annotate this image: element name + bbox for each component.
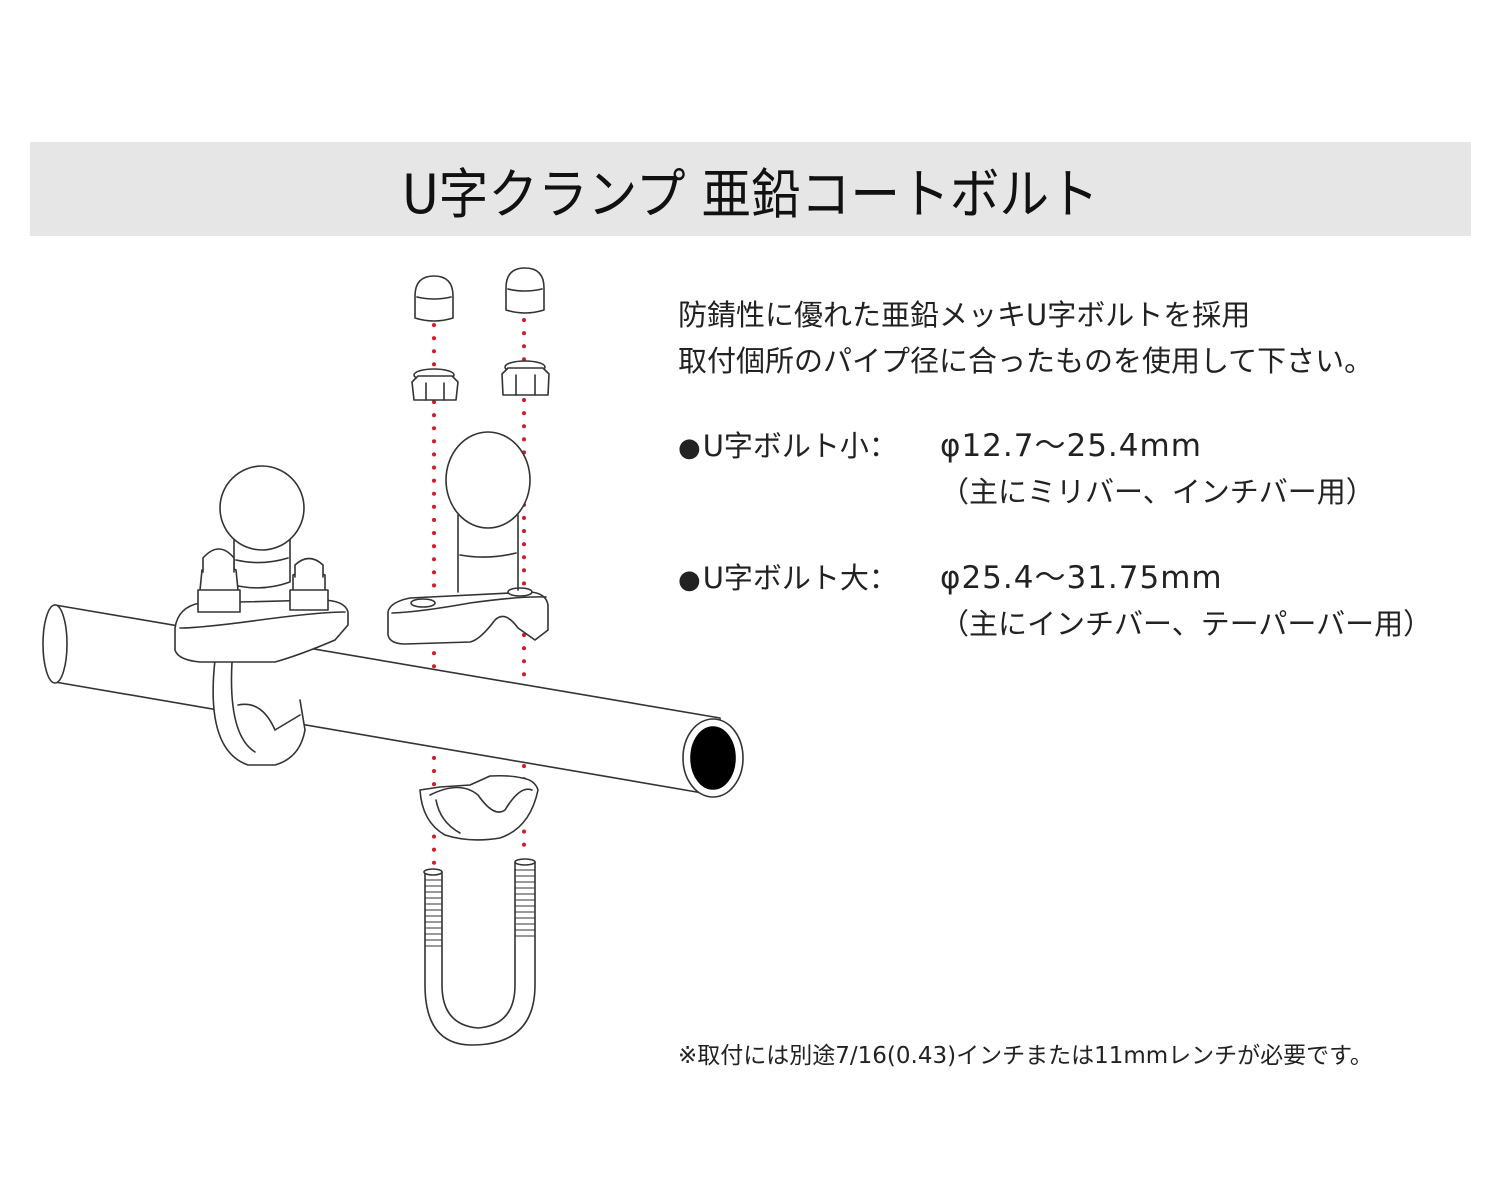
spec-label: ●U字ボルト小：	[678, 429, 898, 463]
spec-diameter-range: φ12.7～25.4mm	[940, 428, 1202, 464]
u-bolt	[423, 858, 536, 1046]
spec-label: ●U字ボルト大：	[678, 561, 898, 595]
spec-diameter-range: φ25.4～31.75mm	[940, 560, 1223, 596]
spec-usage-note: （主にミリバー、インチバー用）	[940, 475, 1375, 509]
acorn-cap-nut-right-icon	[505, 267, 545, 314]
intro-text: 防錆性に優れた亜鉛メッキU字ボルトを採用 取付個所のパイプ径に合ったものを使用し…	[678, 292, 1373, 384]
spec-u-bolt-small: ●U字ボルト小： φ12.7～25.4mm （主にミリバー、インチバー用）	[678, 424, 1375, 514]
footnote-tool-requirement: ※取付には別途7/16(0.43)インチまたは11mmレンチが必要です。	[678, 1043, 1373, 1069]
bullet-icon: ●	[678, 565, 701, 595]
spec-usage-note: （主にインチバー、テーパーバー用）	[940, 607, 1433, 641]
ball-mount-base	[387, 431, 549, 645]
intro-line-2: 取付個所のパイプ径に合ったものを使用して下さい。	[678, 344, 1374, 378]
assembled-u-clamp-mount	[174, 465, 349, 766]
spec-u-bolt-large: ●U字ボルト大： φ25.4～31.75mm （主にインチバー、テーパーバー用）	[678, 556, 1432, 646]
title-bar: U字クランプ 亜鉛コートボルト	[30, 142, 1471, 236]
acorn-cap-nut-left-icon	[414, 275, 454, 322]
bullet-icon: ●	[678, 433, 701, 463]
intro-line-1: 防錆性に優れた亜鉛メッキU字ボルトを採用	[678, 298, 1251, 332]
saddle-clamp	[419, 774, 539, 841]
hex-lock-nut-left-icon	[411, 368, 459, 401]
exploded-assembly-illustration	[42, 267, 744, 1046]
hex-lock-nut-right-icon	[501, 360, 550, 396]
page-title: U字クランプ 亜鉛コートボルト	[402, 162, 1099, 226]
